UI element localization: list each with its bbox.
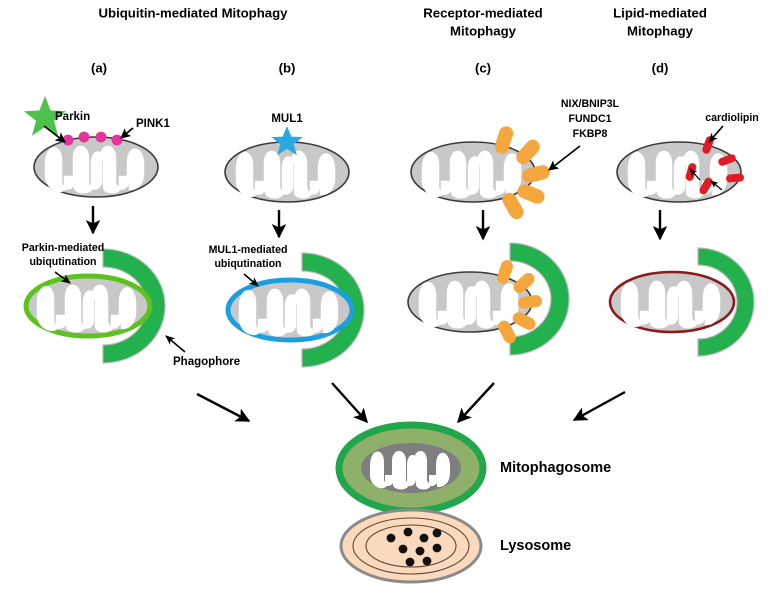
lysosome-granules xyxy=(386,527,442,567)
mitochondrion-a xyxy=(32,135,160,199)
phagophore-c xyxy=(509,242,570,356)
panel-d-mid xyxy=(608,247,755,357)
arrow-converge-d xyxy=(572,390,626,422)
panel-c-top: NIX/BNIP3L FUNDC1 FKBP8 xyxy=(409,98,620,220)
arrow-pink1 xyxy=(120,127,134,139)
arrow-parkin-ubiq xyxy=(54,271,71,284)
label-parkin-ubiq-1: Parkin-mediated xyxy=(22,242,104,254)
panel-a-mid: Parkin-mediated ubiqutination Phagophore xyxy=(22,242,240,368)
vertical-arrows-row1 xyxy=(85,206,668,241)
column-title-ubiquitin: Ubiquitin-mediated Mitophagy xyxy=(98,5,288,20)
converging-arrows xyxy=(196,382,626,424)
arrow-converge-c xyxy=(457,382,495,424)
label-mul1: MUL1 xyxy=(271,113,303,125)
label-mul1-ubiq-1: MUL1-mediated xyxy=(209,244,288,256)
receptor-proteins-c2-front xyxy=(497,260,542,344)
parkin-star-icon xyxy=(24,96,66,136)
mitochondrion-c-receptors xyxy=(406,270,534,334)
arrow-mul1-ubiq xyxy=(243,273,259,287)
panel-a-top: Parkin PINK1 xyxy=(24,96,170,199)
mul1-star-icon xyxy=(271,126,303,156)
phagophore-a xyxy=(102,248,166,364)
label-cardiolipin: cardiolipin xyxy=(705,112,759,124)
label-pink1: PINK1 xyxy=(136,118,170,130)
mitophagosome-inner-mitochondrion xyxy=(360,442,462,494)
panel-b-top: MUL1 xyxy=(223,113,351,204)
title-receptor-line1: Receptor-mediated xyxy=(423,5,542,20)
panel-d-top: cardiolipin xyxy=(615,112,759,204)
arrow-converge-a xyxy=(196,392,251,423)
panel-label-a: (a) xyxy=(91,60,107,75)
mitochondrion-c xyxy=(409,140,537,204)
arrow-parkin-to-mito xyxy=(43,125,66,143)
column-title-lipid: Lipid-mediated Mitophagy xyxy=(613,5,707,38)
label-parkin-ubiq-2: ubiqutination xyxy=(29,256,96,268)
panel-label-c: (c) xyxy=(475,60,491,75)
title-lipid-line1: Lipid-mediated xyxy=(613,5,707,20)
column-title-receptor: Receptor-mediated Mitophagy xyxy=(423,5,542,38)
arrow-cardiolipin-outer xyxy=(708,125,724,143)
receptor-proteins-c-front xyxy=(494,126,550,220)
mitophagosome xyxy=(335,421,487,515)
pink1-dots xyxy=(62,131,123,146)
mitochondrion-a-ubiquitinated xyxy=(23,273,153,339)
label-parkin: Parkin xyxy=(55,111,90,123)
phagophore-d xyxy=(697,247,755,357)
panel-c-mid xyxy=(406,242,570,356)
label-mul1-ubiq-2: ubiqutination xyxy=(214,258,281,270)
arrow-cardiolipin-inner-1 xyxy=(689,168,701,181)
label-lysosome: Lysosome xyxy=(500,538,571,554)
label-mitophagosome: Mitophagosome xyxy=(500,460,611,476)
panel-label-b: (b) xyxy=(279,60,296,75)
label-receptor-1: NIX/BNIP3L xyxy=(561,98,620,110)
title-receptor-line2: Mitophagy xyxy=(450,23,517,38)
label-receptor-3: FKBP8 xyxy=(573,128,608,140)
title-lipid-line2: Mitophagy xyxy=(627,23,694,38)
panel-label-d: (d) xyxy=(652,60,669,75)
arrow-phagophore xyxy=(165,335,186,353)
label-phagophore: Phagophore xyxy=(173,356,240,368)
mitochondrion-b-ubiquitinated xyxy=(225,277,355,343)
mitochondrion-b xyxy=(223,140,351,204)
mitochondrion-d xyxy=(615,140,743,204)
label-receptor-2: FUNDC1 xyxy=(569,113,612,125)
arrow-receptors xyxy=(548,145,581,171)
title-ubiquitin-line1: Ubiquitin-mediated Mitophagy xyxy=(98,5,288,20)
arrow-cardiolipin-inner-2 xyxy=(710,180,723,191)
arrow-converge-b xyxy=(331,382,368,424)
panel-b-mid: MUL1-mediated ubiqutination xyxy=(209,244,365,368)
mitochondrion-d-cardiolipin xyxy=(608,270,736,334)
lysosome xyxy=(339,508,483,584)
